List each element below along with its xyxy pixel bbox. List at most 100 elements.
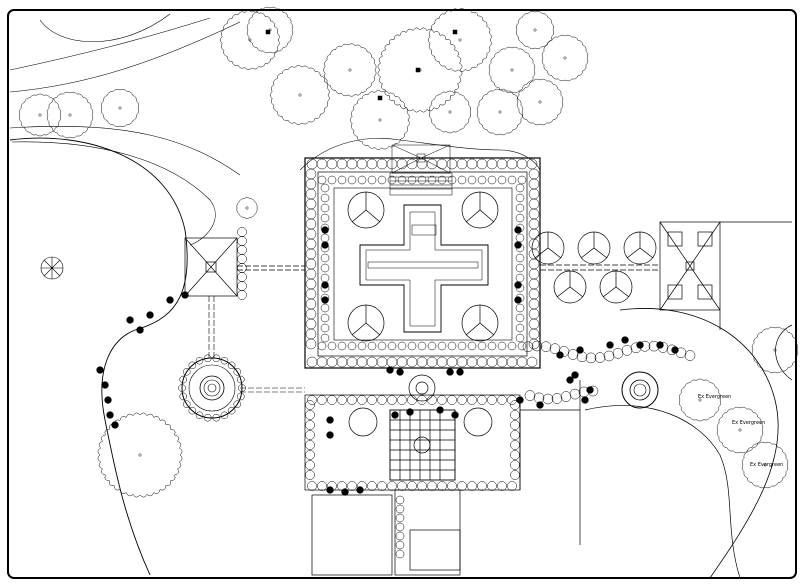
- hedge-tree: [320, 273, 330, 283]
- hedge-tree: [560, 391, 572, 402]
- tree-trunk-mark: [138, 453, 142, 457]
- shrub: [514, 226, 522, 234]
- hedge-tree: [395, 549, 405, 559]
- hedge-tree: [648, 340, 660, 352]
- hedge-tree: [356, 158, 368, 170]
- shrub: [446, 368, 454, 376]
- hedge-tree: [666, 344, 678, 356]
- hedge-tree: [447, 481, 457, 491]
- hedge-tree: [305, 460, 315, 470]
- hedge-tree: [528, 218, 540, 230]
- hedge-tree: [320, 303, 330, 313]
- hedge-tree: [237, 272, 247, 282]
- canopy-tree: [516, 11, 554, 49]
- hedge-tree: [395, 540, 405, 550]
- hedge-tree: [305, 258, 317, 270]
- hedge-tree: [320, 213, 330, 223]
- canopy-trees: [18, 6, 799, 498]
- canopy-tree: [97, 412, 183, 498]
- hedge-tree: [417, 395, 427, 405]
- hedge-tree: [487, 341, 497, 351]
- west-pavilion: [184, 237, 305, 297]
- west-lawn-boundary: [9, 137, 188, 576]
- shrub: [181, 291, 189, 299]
- tree-trunk-mark: [298, 93, 302, 97]
- canopy-tree: [270, 65, 330, 125]
- hedge-tree: [528, 278, 540, 290]
- hedge-tree: [487, 481, 497, 491]
- shrub: [516, 396, 524, 404]
- hedge-tree: [528, 228, 540, 240]
- hedge-tree: [305, 328, 317, 340]
- hedge-tree: [377, 175, 387, 185]
- hedge-tree: [305, 228, 317, 240]
- hedge-tree: [307, 481, 317, 491]
- hedge-tree: [467, 175, 477, 185]
- hedge-tree: [237, 254, 247, 264]
- hedge-tree: [446, 158, 458, 170]
- hedge-tree: [237, 227, 247, 237]
- hedge-tree: [426, 356, 438, 368]
- hedge-tree: [305, 218, 317, 230]
- hedge-tree: [515, 203, 525, 213]
- canopy-tree: [246, 6, 294, 54]
- hedge-tree: [612, 348, 624, 359]
- hedge-tree: [528, 208, 540, 220]
- hedge-tree: [506, 158, 518, 170]
- shrub: [581, 396, 589, 404]
- hedge-tree: [188, 361, 197, 370]
- hedge-tree: [528, 268, 540, 280]
- hedge-tree: [387, 341, 397, 351]
- hedge-tree: [227, 406, 236, 415]
- hedge-tree: [531, 340, 543, 352]
- hedge-tree: [467, 395, 477, 405]
- canopy-tree: [377, 27, 463, 113]
- hedge-tree: [487, 175, 497, 185]
- hedge-tree: [476, 158, 488, 170]
- west-lawn-tree-symbol: [40, 256, 64, 280]
- shrub: [326, 416, 334, 424]
- hedge-tree: [316, 158, 328, 170]
- hedge-tree: [376, 158, 388, 170]
- hedge-tree: [447, 341, 457, 351]
- hedge-tree: [406, 356, 418, 368]
- shrub: [536, 401, 544, 409]
- hedge-tree: [466, 356, 478, 368]
- tree-trunk-mark: [458, 38, 462, 42]
- hedge-tree: [227, 361, 236, 370]
- shrub: [606, 341, 614, 349]
- hedge-tree: [526, 158, 538, 170]
- hedge-tree: [356, 356, 368, 368]
- hedge-tree: [517, 175, 527, 185]
- tree-trunk-mark: [738, 428, 742, 432]
- shrub: [566, 376, 574, 384]
- shrub: [341, 488, 349, 496]
- west-round-fountain: [181, 357, 243, 419]
- hedge-tree: [307, 395, 317, 405]
- shrub: [96, 366, 104, 374]
- tree-trunk-mark: [68, 113, 72, 117]
- hedge-tree: [347, 341, 357, 351]
- hedge-tree: [320, 313, 330, 323]
- hedge-tree: [516, 356, 528, 368]
- shrub: [126, 316, 134, 324]
- shrub: [326, 431, 334, 439]
- shrub: [136, 326, 144, 334]
- hedge-tree: [237, 281, 247, 291]
- hedge-tree: [528, 308, 540, 320]
- canopy-tree: [751, 326, 799, 374]
- hedge-tree: [524, 390, 536, 401]
- hedge-rows: [178, 158, 696, 559]
- hedge-tree: [515, 313, 525, 323]
- hedge-tree: [237, 236, 247, 246]
- hedge-tree: [395, 495, 405, 505]
- hedge-tree: [477, 341, 487, 351]
- hedge-tree: [515, 273, 525, 283]
- hedge-tree: [237, 375, 245, 384]
- hedge-tree: [507, 175, 517, 185]
- hedge-tree: [427, 175, 437, 185]
- hedge-tree: [306, 356, 318, 368]
- shrub: [101, 381, 109, 389]
- hedge-tree: [406, 158, 418, 170]
- hedge-tree: [497, 395, 507, 405]
